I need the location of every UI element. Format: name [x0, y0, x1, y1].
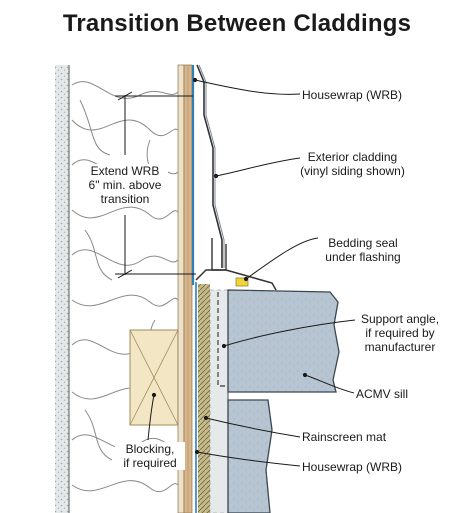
label-bedding-seal-line1: Bedding seal — [328, 236, 398, 250]
diagram-title: Transition Between Claddings — [62, 10, 412, 37]
leader-bedding-seal — [245, 237, 319, 280]
label-support-angle: Support angle, if required by manufactur… — [350, 312, 450, 354]
label-blocking-line1: Blocking, — [125, 442, 175, 456]
label-rainscreen-mat: Rainscreen mat — [302, 430, 387, 444]
leader-blocking — [147, 394, 155, 441]
label-acmv-sill: ACMV sill — [356, 387, 409, 401]
wrb-extension-dimension — [115, 91, 196, 279]
vinyl-siding — [196, 64, 223, 268]
label-exterior-cladding: Exterior cladding (vinyl siding shown) — [290, 150, 415, 178]
label-bedding-seal: Bedding seal under flashing — [318, 236, 408, 264]
label-support-angle-line2: if required by — [365, 326, 435, 340]
leader-acmv-sill — [304, 374, 355, 394]
gypsum-board-texture — [55, 65, 69, 513]
label-extend-wrb: Extend WRB 6" min. above transition — [82, 164, 168, 206]
label-blocking-line2: if required — [123, 456, 177, 470]
leader-support-angle — [223, 319, 356, 347]
label-housewrap-bottom: Housewrap (WRB) — [302, 460, 403, 474]
label-extend-wrb-line3: transition — [100, 192, 150, 206]
label-exterior-cladding-line2: (vinyl siding shown) — [300, 164, 405, 178]
label-support-angle-line1: Support angle, — [360, 312, 440, 326]
label-bedding-seal-line2: under flashing — [325, 250, 401, 264]
label-extend-wrb-line2: 6" min. above — [88, 178, 162, 192]
setting-bed — [209, 289, 229, 513]
leader-housewrap-bottom — [196, 451, 301, 467]
label-support-angle-line3: manufacturer — [364, 340, 436, 354]
label-extend-wrb-line1: Extend WRB — [90, 164, 160, 178]
label-blocking: Blocking, if required — [115, 442, 185, 470]
flashing — [195, 269, 277, 291]
leader-rainscreen-mat — [205, 417, 301, 438]
leader-lines — [147, 77, 356, 467]
bedding-seal — [235, 277, 249, 287]
label-housewrap-top: Housewrap (WRB) — [302, 88, 403, 102]
label-exterior-cladding-line1: Exterior cladding — [307, 150, 398, 164]
leader-housewrap-top — [194, 79, 301, 95]
leader-exterior-cladding — [215, 157, 301, 177]
